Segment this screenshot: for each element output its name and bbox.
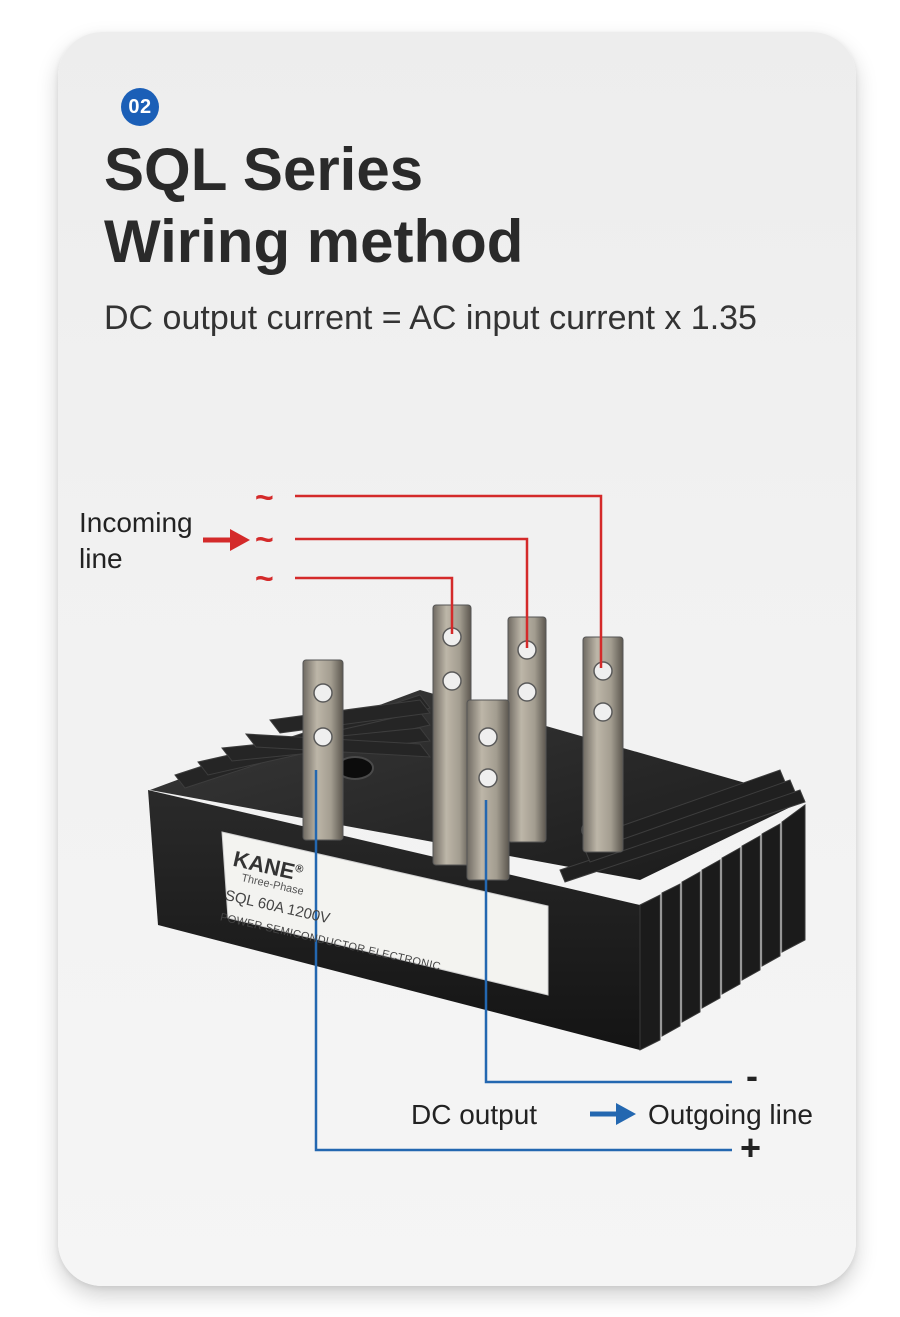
ac-symbol-2: ~ [255,521,274,557]
pin-holes [313,627,613,788]
dc-wires [314,770,732,1152]
positive-terminal-sign: + [740,1127,762,1168]
negative-terminal-sign: - [746,1055,758,1096]
registered-mark: ® [293,862,305,876]
formula-subtitle: DC output current = AC input current x 1… [104,299,757,337]
page-title-line1: SQL Series [104,136,424,203]
device-label [221,831,549,996]
page-title-line2: Wiring method [104,208,524,275]
terminal-pins [302,604,624,881]
outgoing-arrow-icon [590,1103,636,1125]
outgoing-line-label: Outgoing line [648,1099,814,1130]
ac-symbol-1: ~ [255,479,274,515]
step-badge: 02 [121,88,159,126]
incoming-arrow-icon [203,529,250,551]
ac-wires [295,494,603,668]
ac-symbol-3: ~ [255,560,274,596]
incoming-line-label: Incoming line [79,507,193,574]
dc-output-label: DC output [411,1099,538,1130]
